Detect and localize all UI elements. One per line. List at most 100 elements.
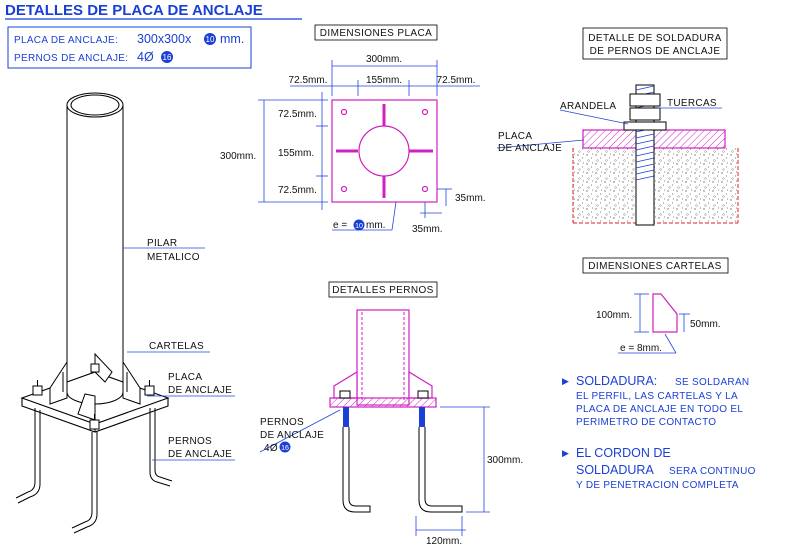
pernos-rod-left xyxy=(342,427,371,513)
note-2-line-1: SERA CONTINUO xyxy=(669,466,756,477)
note-1-line-4: PERIMETRO DE CONTACTO xyxy=(576,417,716,428)
detalle-soldadura-title-box xyxy=(582,27,728,60)
iso-label-cartelas: CARTELAS xyxy=(149,341,204,352)
plate-hole-tl xyxy=(340,108,348,116)
iso-cartela-right xyxy=(122,360,141,405)
dim-left-bottom: 72.5mm. xyxy=(278,185,317,196)
dim-cartela-thickness: e = 8mm. xyxy=(620,343,662,354)
detalles-pernos-view: DETALLES PERNOS 300mm. 120mm. PERNOS DE … xyxy=(259,281,523,547)
note-1-line-3: PLACA DE ANCLAJE EN TODO EL xyxy=(576,404,743,415)
dimensiones-cartelas-title-box xyxy=(582,257,729,274)
spec-placa-value: 300x300x xyxy=(137,32,192,46)
iso-rod-front xyxy=(71,432,93,529)
spec-thickness-badge xyxy=(204,33,216,45)
dim-top-left: 72.5mm. xyxy=(289,75,328,86)
iso-bolt-left xyxy=(32,380,43,396)
dim-thickness-prefix: e = xyxy=(333,220,347,231)
label-placa-2: DE ANCLAJE xyxy=(498,143,562,154)
dim-left-mid: 155mm. xyxy=(278,148,314,159)
pernos-label-2: DE ANCLAJE xyxy=(260,430,324,441)
detalle-soldadura-view: DETALLE DE SOLDADURA DE PERNOS DE ANCLAJ… xyxy=(496,27,739,226)
dim-thickness-unit: mm. xyxy=(366,220,385,231)
dim-top-mid: 155mm. xyxy=(366,75,402,86)
iso-label-pernos-1: PERNOS xyxy=(168,436,212,447)
iso-label-pernos-2: DE ANCLAJE xyxy=(168,449,232,460)
dim-overall-height: 300mm. xyxy=(220,151,256,162)
concrete-block xyxy=(573,148,738,223)
pernos-plate xyxy=(329,397,437,408)
plate-outline xyxy=(331,99,438,203)
spec-placa-thickness: 10 xyxy=(206,35,215,44)
pernos-diameter-badge xyxy=(279,441,291,453)
dimensiones-placa-title: DIMENSIONES PLACA xyxy=(320,28,432,39)
isometric-column xyxy=(15,92,173,534)
spec-placa-label: PLACA DE ANCLAJE: xyxy=(14,35,118,46)
note-1-line-2: EL PERFIL, LAS CARTELAS Y LA xyxy=(576,391,738,402)
plate-hole-bl xyxy=(340,185,348,193)
pernos-nut-left xyxy=(339,390,351,399)
note-2-head-2: SOLDADURA xyxy=(576,463,654,477)
iso-label-pilar-1: PILAR xyxy=(147,238,177,249)
dimensiones-cartelas-title: DIMENSIONES CARTELAS xyxy=(588,261,721,272)
iso-label-pilar-2: METALICO xyxy=(147,252,200,263)
dim-top-right: 72.5mm. xyxy=(437,75,476,86)
detalle-soldadura-title-1: DETALLE DE SOLDADURA xyxy=(588,33,721,44)
dimensiones-cartelas-view: DIMENSIONES CARTELAS 100mm. 50mm. e = 8m… xyxy=(582,257,729,354)
nut-bottom xyxy=(629,107,661,121)
iso-cartela-left xyxy=(49,360,68,405)
pernos-rod-right xyxy=(418,427,463,513)
plate-column-circle xyxy=(358,125,410,177)
note-2-head-1: EL CORDON DE xyxy=(576,446,671,460)
nut-top xyxy=(629,93,661,107)
cartela-shape xyxy=(652,293,678,333)
iso-label-placa-1: PLACA xyxy=(168,372,202,383)
detalle-soldadura-title-2: DE PERNOS DE ANCLAJE xyxy=(590,46,721,57)
label-arandela: ARANDELA xyxy=(560,101,616,112)
plate-hole-br xyxy=(421,185,429,193)
washer xyxy=(623,121,667,131)
spec-pernos-value: 4Ø xyxy=(137,50,154,64)
spec-diameter-badge xyxy=(161,51,173,63)
pernos-rod-left-thread xyxy=(343,407,349,427)
dim-cartela-height: 100mm. xyxy=(596,310,632,321)
iso-bolt-right xyxy=(144,380,155,396)
spec-pernos-label: PERNOS DE ANCLAJE: xyxy=(14,53,128,64)
plate-hole-tr xyxy=(421,108,429,116)
iso-bolt-front xyxy=(89,414,100,430)
column-top xyxy=(66,92,124,118)
dimensiones-placa-title-box xyxy=(314,24,438,41)
dim-left-top: 72.5mm. xyxy=(278,109,317,120)
iso-rod-left xyxy=(15,408,36,499)
detalles-pernos-title: DETALLES PERNOS xyxy=(332,285,433,296)
pernos-label-3-value: 16 xyxy=(281,445,289,452)
dim-overall-width: 300mm. xyxy=(366,54,402,65)
dimensiones-placa-view: DIMENSIONES PLACA 300mm. 72.5mm. 155mm. … xyxy=(220,24,486,235)
spec-pernos-diameter: 16 xyxy=(163,53,172,62)
note-1-bullet: ▶ xyxy=(562,376,569,386)
label-tuercas: TUERCAS xyxy=(667,98,717,109)
iso-bolt-back xyxy=(90,363,100,373)
iso-label-placa-2: DE ANCLAJE xyxy=(168,385,232,396)
pernos-rod-right-thread xyxy=(419,407,425,427)
iso-cartela-front xyxy=(77,393,96,421)
label-placa-1: PLACA xyxy=(498,131,532,142)
detalles-pernos-title-box xyxy=(328,281,438,298)
iso-cartela-back xyxy=(94,352,113,383)
dim-edge-horizontal: 35mm. xyxy=(412,224,443,235)
notes: ▶ SOLDADURA: SE SOLDARAN EL PERFIL, LAS … xyxy=(562,374,756,491)
pernos-label-3-prefix: 4Ø xyxy=(264,443,278,454)
dim-thickness-value: 10 xyxy=(355,223,363,230)
pernos-nut-right xyxy=(417,390,429,399)
spec-placa-unit: mm. xyxy=(220,32,244,46)
pernos-column xyxy=(356,309,410,406)
page-title: DETALLES DE PLACA DE ANCLAJE xyxy=(5,2,263,19)
note-2-line-2: Y DE PENETRACION COMPLETA xyxy=(576,480,739,491)
dim-edge-vertical: 35mm. xyxy=(455,193,486,204)
note-1-head: SOLDADURA: xyxy=(576,374,657,388)
dim-pernos-hook: 120mm. xyxy=(426,536,462,547)
spec-box: PLACA DE ANCLAJE: 300x300x 10 mm. PERNOS… xyxy=(7,26,252,69)
pernos-label-1: PERNOS xyxy=(260,417,304,428)
dim-cartela-width: 50mm. xyxy=(690,319,721,330)
note-2-bullet: ▶ xyxy=(562,448,569,458)
